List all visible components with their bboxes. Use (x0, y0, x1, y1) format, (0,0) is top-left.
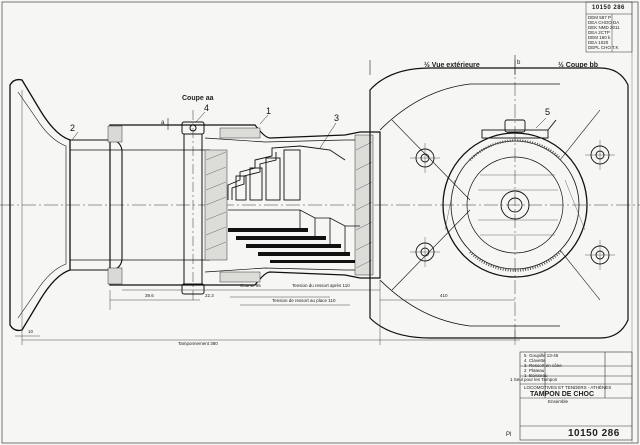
revision-row: DEM 160 k (588, 35, 611, 40)
end-view-segment-lines (444, 174, 586, 236)
revision-row: DEK NMD 2011 (588, 25, 620, 30)
section-mark-b: b (517, 60, 521, 66)
section-arrows (167, 55, 516, 130)
dim-left-base: 10 (28, 329, 34, 334)
dim-course: Course 95 (240, 283, 261, 288)
callout-3: 3 (334, 113, 340, 123)
flange-rib-lower (379, 279, 560, 327)
revision-row: DEM 587 P (588, 15, 612, 20)
end-view-circles (442, 132, 588, 278)
pin-goupille (481, 119, 557, 139)
title-block-sheet-mark: Pl (506, 432, 512, 438)
spring-cones-upper (227, 145, 346, 201)
title-block-note: 1 Seul pour les Tampon (510, 377, 558, 382)
title-block-subtitle: Ensemble (548, 399, 569, 404)
revision-row: DEPL CHO T.K (588, 45, 619, 50)
dim-tamponnement: Tamponnement 380 (178, 341, 218, 346)
title-block-frame (519, 351, 633, 441)
part-row: 4 Clavette (524, 358, 546, 363)
revision-block-frame (585, 1, 633, 53)
dim-small-c: 410 (440, 293, 448, 298)
dim-small-a: 39.6 (145, 293, 154, 298)
part-row: 1 Boisseau (524, 373, 548, 378)
part-row: 3 Ressort en cône (524, 363, 562, 368)
callout-1: 1 (266, 106, 272, 116)
flange-diagonal-1 (391, 119, 471, 201)
flange-diagonal-4 (559, 249, 601, 301)
part-row: 2 Plateau (524, 368, 545, 373)
section-mark-a: a (161, 120, 165, 126)
hatch-lines (205, 141, 373, 269)
label-section-bb: ½ Coupe bb (558, 62, 599, 69)
title-block-company: LOCOMOTIVES ET TENDERS - ATHÈNES (524, 385, 612, 390)
flange-outline (369, 67, 629, 339)
dim-tension-montage: Tension de ressort au place 110 (272, 298, 336, 303)
revision-row: DEA 2CTP (588, 30, 610, 35)
revision-row: DEA 1020 (588, 40, 609, 45)
header-drawing-number: 10150 286 (592, 5, 625, 11)
label-section-aa: Coupe aa (182, 95, 214, 102)
part-row: 5 Goupille 13-45 (524, 353, 559, 358)
buffer-head-inner (17, 91, 67, 319)
flange-diagonal-3 (559, 109, 601, 161)
spring-steps-lower (228, 209, 360, 252)
flange-rib-upper (379, 83, 560, 131)
flange-diagonal-2 (391, 209, 471, 291)
dimension-lines (15, 90, 520, 345)
title-block-title: TAMPON DE CHOC (530, 391, 595, 398)
callout-2: 2 (70, 123, 76, 133)
label-view-exterior: ½ Vue extérieure (424, 62, 480, 69)
dim-tension-ressort: Tension du ressort après 110 (292, 283, 350, 288)
leader-lines (71, 111, 547, 149)
title-block-drawing-number: 10150 286 (568, 428, 620, 439)
dim-small-b: 22.3 (205, 293, 214, 298)
hatched-sections (107, 125, 374, 285)
callout-5: 5 (545, 107, 551, 117)
spring-plates-lower (228, 228, 355, 263)
key-clavette (181, 121, 205, 295)
callout-4: 4 (204, 103, 210, 113)
revision-row: DEA CHOO DA (588, 20, 620, 25)
